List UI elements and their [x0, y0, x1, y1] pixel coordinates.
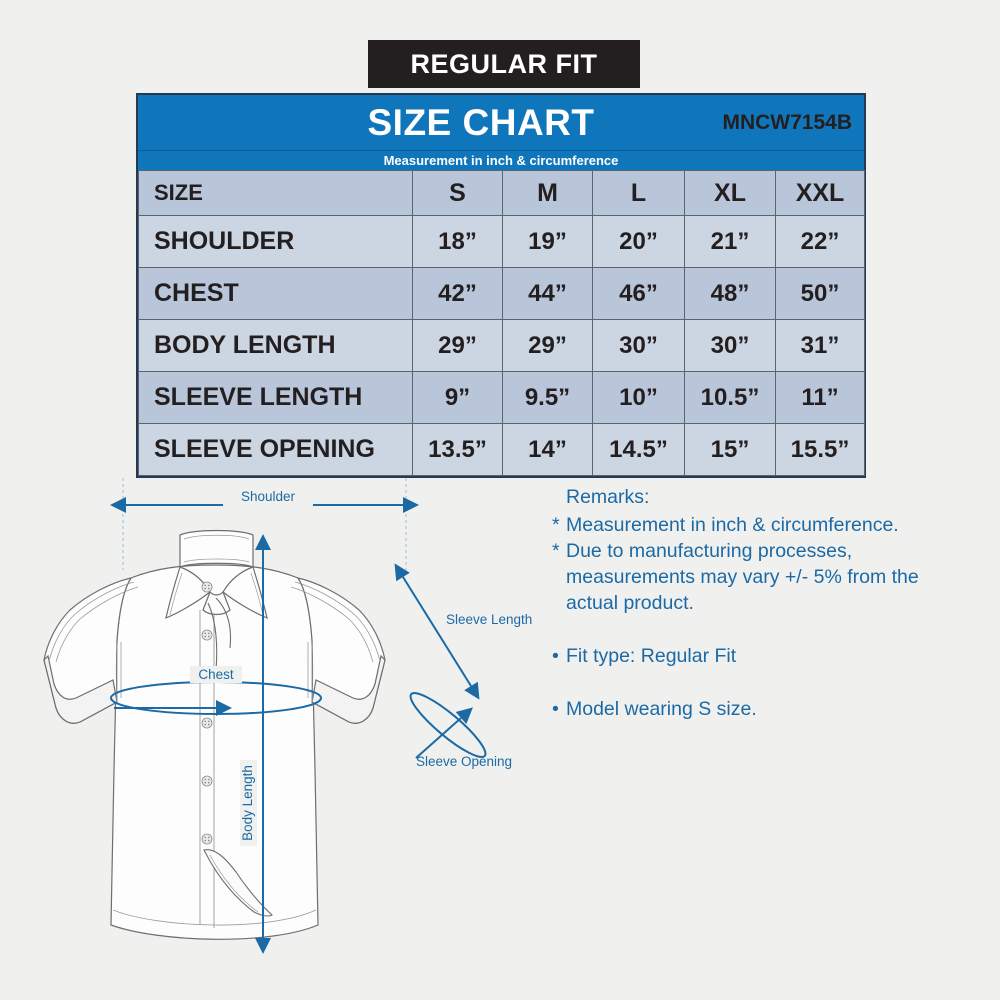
cell-value: 14.5”: [592, 423, 685, 476]
table-row: SLEEVE OPENING 13.5” 14” 14.5” 15” 15.5”: [138, 423, 865, 476]
column-header-l: L: [592, 170, 685, 216]
size-chart-block: SIZE CHART MNCW7154B Measurement in inch…: [136, 93, 866, 478]
remarks-star-text: Measurement in inch & circumference.: [566, 514, 899, 536]
bullet-marker: •: [552, 645, 559, 667]
column-header-size: SIZE: [138, 170, 413, 216]
remarks-panel: Remarks: * Measurement in inch & circumf…: [552, 484, 962, 722]
size-chart-header-band: SIZE CHART MNCW7154B: [138, 95, 864, 151]
table-row: SHOULDER 18” 19” 20” 21” 22”: [138, 215, 865, 268]
cell-value: 21”: [684, 215, 776, 268]
product-code: MNCW7154B: [722, 110, 852, 134]
row-label: SHOULDER: [138, 215, 413, 268]
cell-value: 15”: [684, 423, 776, 476]
table-row: CHEST 42” 44” 46” 48” 50”: [138, 267, 865, 320]
cell-value: 13.5”: [412, 423, 503, 476]
cell-value: 18”: [412, 215, 503, 268]
column-header-xl: XL: [684, 170, 776, 216]
remarks-bullet-text: Fit type: Regular Fit: [566, 645, 737, 667]
cell-value: 44”: [502, 267, 593, 320]
cell-value: 30”: [592, 319, 685, 372]
regular-fit-badge: REGULAR FIT: [368, 40, 640, 88]
sleeve-length-dimension: Sleeve Length: [394, 563, 532, 700]
cell-value: 29”: [412, 319, 503, 372]
row-label: SLEEVE LENGTH: [138, 371, 413, 424]
table-header-row: SIZE S M L XL XXL: [138, 170, 865, 216]
cell-value: 29”: [502, 319, 593, 372]
sleeve-opening-dim-label: Sleeve Opening: [416, 754, 512, 769]
row-label: SLEEVE OPENING: [138, 423, 413, 476]
asterisk-marker: *: [552, 514, 560, 536]
cell-value: 10”: [592, 371, 685, 424]
cell-value: 9”: [412, 371, 503, 424]
size-chart-title: SIZE CHART: [367, 101, 595, 143]
row-label: CHEST: [138, 267, 413, 320]
cell-value: 14”: [502, 423, 593, 476]
bullet-marker: •: [552, 698, 559, 720]
cell-value: 20”: [592, 215, 685, 268]
size-table: SIZE S M L XL XXL SHOULDER 18” 19” 20” 2…: [138, 170, 865, 476]
remarks-star-item: * Measurement in inch & circumference.: [552, 512, 962, 538]
body-length-dimension: Body Length: [240, 534, 271, 954]
button-hole-dots: [204, 584, 210, 842]
remarks-bullet-item: • Fit type: Regular Fit: [552, 643, 962, 669]
table-row: BODY LENGTH 29” 29” 30” 30” 31”: [138, 319, 865, 372]
cell-value: 31”: [775, 319, 865, 372]
shirt-measurement-diagram: Shoulder Sleeve Length Sleeve Opening Ch…: [18, 470, 548, 995]
cell-value: 10.5”: [684, 371, 776, 424]
column-header-s: S: [412, 170, 503, 216]
cell-value: 22”: [775, 215, 865, 268]
cell-value: 50”: [775, 267, 865, 320]
cell-value: 9.5”: [502, 371, 593, 424]
shoulder-dimension: Shoulder: [110, 478, 419, 570]
placket-graphic: [199, 610, 215, 928]
sleeve-length-dim-label: Sleeve Length: [446, 612, 532, 627]
cell-value: 48”: [684, 267, 776, 320]
asterisk-marker: *: [552, 540, 560, 562]
remarks-star-item: * Due to manufacturing processes, measur…: [552, 538, 962, 616]
body-length-dim-label: Body Length: [240, 765, 255, 841]
sleeve-opening-dimension: Sleeve Opening: [409, 692, 512, 769]
regular-fit-badge-label: REGULAR FIT: [410, 48, 598, 79]
cell-value: 46”: [592, 267, 685, 320]
shoulder-seam-lines: [48, 581, 381, 702]
row-label: BODY LENGTH: [138, 319, 413, 372]
measurement-note-band: Measurement in inch & circumference: [138, 151, 864, 170]
cell-value: 42”: [412, 267, 503, 320]
cell-value: 30”: [684, 319, 776, 372]
table-row: SLEEVE LENGTH 9” 9.5” 10” 10.5” 11”: [138, 371, 865, 424]
hem-line: [112, 909, 317, 926]
placket-fold: [207, 602, 218, 671]
placket-curl-inner: [209, 854, 259, 913]
button-icon: [201, 581, 213, 845]
remarks-bullet-text: Model wearing S size.: [566, 698, 757, 720]
column-header-m: M: [502, 170, 593, 216]
column-header-xxl: XXL: [775, 170, 865, 216]
chest-dim-label: Chest: [198, 667, 234, 682]
remarks-bullet-item: • Model wearing S size.: [552, 696, 962, 722]
remarks-heading: Remarks:: [566, 486, 650, 508]
chest-dimension: Chest: [110, 666, 322, 716]
shoulder-dim-label: Shoulder: [241, 489, 296, 504]
placket-fold-2: [215, 597, 232, 649]
cell-value: 11”: [775, 371, 865, 424]
remarks-star-text: Due to manufacturing processes, measurem…: [566, 540, 919, 614]
cell-value: 19”: [502, 215, 593, 268]
cell-value: 15.5”: [775, 423, 865, 476]
